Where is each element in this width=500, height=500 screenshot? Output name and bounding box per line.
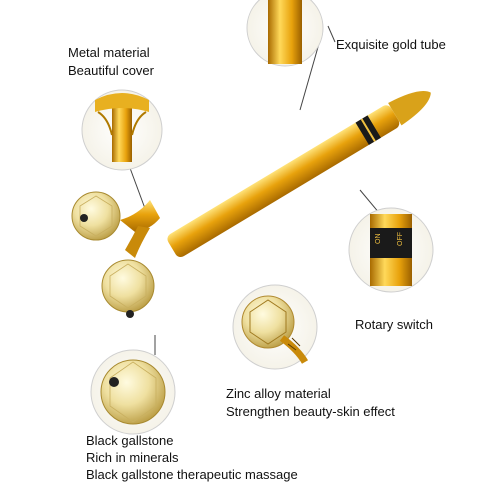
label-line: Beautiful cover	[68, 63, 154, 78]
label-line: Zinc alloy material	[226, 386, 331, 401]
detail-black-gallstone	[90, 349, 176, 435]
detail-rotary-switch: ON OFF	[348, 207, 434, 293]
lower-crystal-ball	[101, 259, 155, 318]
label-gold-tube: Exquisite gold tube	[336, 36, 446, 54]
label-line: Rotary switch	[355, 317, 434, 332]
detail-zinc-alloy	[232, 284, 318, 370]
roller-device	[71, 91, 431, 318]
label-line: Metal material	[68, 45, 150, 60]
label-line: Rich in minerals	[86, 450, 179, 465]
label-line: Black gallstone	[86, 433, 174, 448]
detail-metal-cover	[81, 89, 163, 171]
label-metal-material: Metal material Beautiful cover	[68, 44, 154, 80]
switch-off-mark: OFF	[397, 232, 404, 246]
label-line: Strengthen beauty-skin effect	[226, 404, 395, 419]
switch-on-mark: ON	[375, 234, 382, 245]
label-line: Black gallstone therapeutic massage	[86, 467, 298, 482]
label-rotary-switch: Rotary switch	[355, 316, 433, 334]
label-line: Exquisite gold tube	[336, 37, 446, 52]
label-zinc-alloy: Zinc alloy material Strengthen beauty-sk…	[226, 385, 395, 421]
label-black-gallstone: Black gallstone Rich in minerals Black g…	[86, 432, 298, 483]
detail-gold-tube	[246, 0, 324, 67]
upper-crystal-ball	[71, 191, 121, 241]
